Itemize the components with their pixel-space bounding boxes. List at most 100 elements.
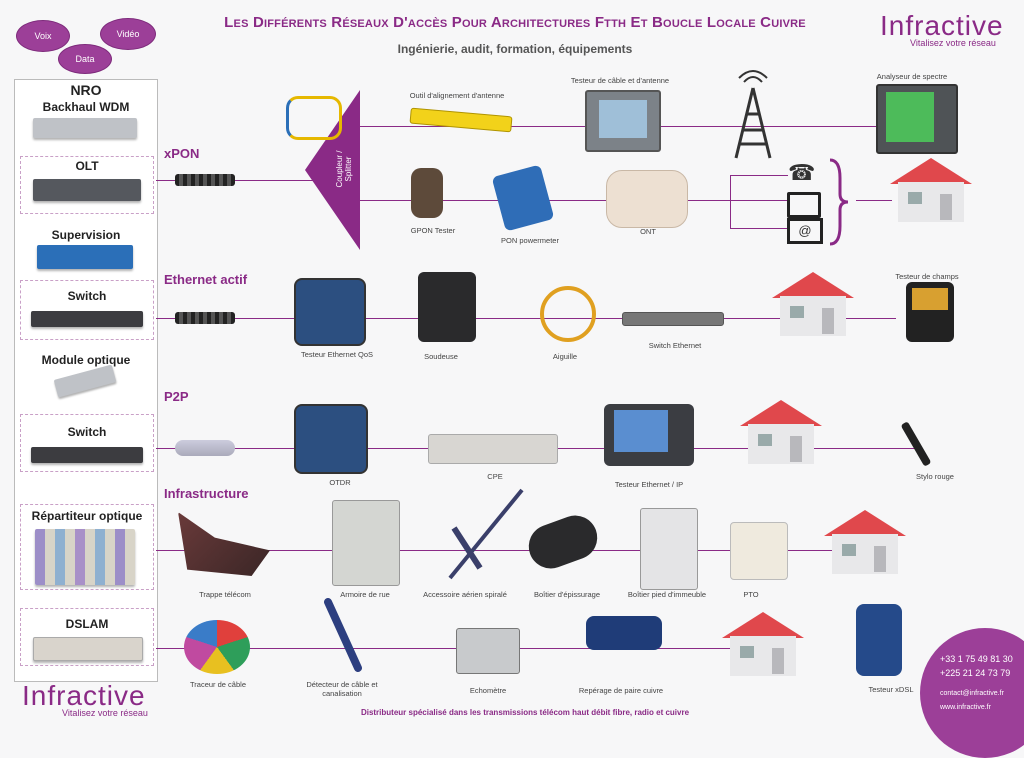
page-title: Les Différents Réseaux D'accès Pour Arch… [224, 14, 806, 31]
line-to-house-1 [856, 200, 892, 201]
antenna-tower [734, 70, 772, 159]
patch-cords [286, 96, 342, 140]
line-infrastructure [156, 550, 836, 551]
red-pen [900, 421, 932, 467]
house-3 [740, 400, 822, 464]
cloud-data: Data [58, 44, 112, 74]
nro-panel: NRO Backhaul WDM OLT Supervision Switch … [14, 79, 158, 682]
section-xpon: xPON [164, 146, 200, 161]
brand-logo-bottom: Infractive Vitalisez votre réseau [22, 680, 162, 718]
dslam-box: DSLAM [20, 608, 154, 666]
page-subtitle: Ingénierie, audit, formation, équipement… [397, 42, 633, 56]
house-5 [722, 612, 804, 676]
xdsl-tester [856, 604, 902, 676]
line-branch-top [730, 175, 788, 176]
cloud-voix: Voix [16, 20, 70, 52]
pto-device [730, 522, 788, 580]
nro-title: NRO [70, 82, 102, 98]
ethernet-qos-tester [294, 278, 366, 346]
gpon-tester [411, 168, 443, 218]
section-infrastructure: Infrastructure [164, 486, 249, 501]
caption-ont: ONT [640, 227, 656, 236]
line-xpon-in [156, 180, 340, 181]
switch-device-2 [31, 447, 143, 463]
at-sign-icon: @ [787, 218, 823, 244]
duct-rodder [540, 286, 596, 342]
caption-cpe: CPE [487, 472, 503, 481]
nro-item-olt: OLT [75, 159, 99, 173]
switch-box-1: Switch [20, 280, 154, 340]
splitter-triangle [305, 90, 360, 250]
ethernet-switch [622, 312, 724, 326]
section-p2p: P2P [164, 389, 189, 404]
caption-echometre: Echomètre [469, 686, 507, 695]
alignement-tool [409, 107, 513, 133]
brand-name: Infractive [880, 10, 1004, 41]
splitter-label: Coupleur / Splitter [335, 150, 353, 188]
switch-device-1 [31, 311, 143, 327]
caption-trappe: Trappe télécom [199, 590, 251, 599]
nro-item-switch-1: Switch [67, 289, 107, 303]
phone-icon: ☎ [788, 160, 816, 185]
repartiteur-device [35, 529, 135, 585]
caption-detecteur: Détecteur de câble et canalisation [306, 680, 378, 698]
nro-item-switch-2: Switch [67, 425, 107, 439]
caption-testeur-cable: Testeur de câble et d'antenne [570, 76, 670, 85]
contact-email[interactable]: contact@infractive.fr [940, 690, 1004, 697]
nro-item-backhaul: Backhaul WDM [42, 100, 130, 114]
contact-phone-2: +225 21 24 73 79 [940, 668, 1011, 678]
brand-tagline: Vitalisez votre réseau [910, 38, 996, 48]
contact-website[interactable]: www.infractive.fr [940, 704, 991, 711]
pair-locator [586, 616, 662, 650]
caption-testeur-qos: Testeur Ethernet QoS [300, 350, 374, 359]
tv-icon [787, 192, 821, 218]
fiber-cable-ethernet [175, 312, 235, 324]
olt-box: OLT [20, 156, 154, 214]
nro-item-supervision: Supervision [51, 228, 121, 242]
caption-aiguille: Aiguille [552, 352, 578, 361]
caption-pto: PTO [743, 590, 759, 599]
cable-tracer [184, 620, 250, 674]
contact-badge: +33 1 75 49 81 30 +225 21 24 73 79 conta… [920, 628, 1024, 758]
caption-accessoire: Accessoire aérien spiralé [423, 590, 507, 599]
echometer [456, 628, 520, 674]
switch-box-2: Switch [20, 414, 154, 472]
field-tester [906, 282, 954, 342]
cable-detector [324, 598, 362, 672]
caption-boitier-ep: Boîtier d'épissurage [533, 590, 601, 599]
aerial-accessory [448, 488, 524, 580]
caption-gpon: GPON Tester [410, 226, 456, 235]
brand-name-bottom: Infractive [22, 680, 146, 711]
caption-otdr: OTDR [329, 478, 351, 487]
line-branch-vertical [730, 175, 731, 229]
caption-testeur-xdsl: Testeur xDSL [868, 685, 914, 694]
repartiteur-box: Répartiteur optique [20, 504, 154, 590]
caption-armoire: Armoire de rue [340, 590, 390, 599]
caption-testeur-ip: Testeur Ethernet / IP [614, 480, 684, 489]
caption-alignement: Outil d'alignement d'antenne [409, 91, 505, 100]
pon-powermeter [491, 164, 555, 232]
line-branch-bottom [730, 228, 788, 229]
caption-switch-eth: Switch Ethernet [648, 341, 702, 350]
caption-reperage: Repérage de paire cuivre [578, 686, 664, 695]
section-ethernet: Ethernet actif [164, 272, 248, 287]
olt-device [33, 179, 141, 201]
caption-boitier-pied: Boîtier pied d'immeuble [627, 590, 707, 599]
house-1 [890, 158, 972, 222]
footer-text: Distributeur spécialisé dans les transmi… [360, 708, 690, 717]
brand-tagline-bottom: Vitalisez votre réseau [62, 708, 148, 718]
caption-stylo: Stylo rouge [916, 472, 954, 481]
building-box [640, 508, 698, 590]
otdr [294, 404, 368, 474]
module-device [53, 364, 117, 398]
cloud-video: Vidéo [100, 18, 156, 50]
brace-icon [829, 158, 849, 246]
caption-testeur-champs: Testeur de champs [895, 272, 959, 281]
caption-analyseur: Analyseur de spectre [876, 72, 948, 81]
ont-device [606, 170, 688, 228]
cpe-device [428, 434, 558, 464]
line-ethernet [156, 318, 896, 319]
nro-item-module: Module optique [41, 353, 131, 367]
supervision-device [37, 245, 133, 269]
nro-item-repartiteur: Répartiteur optique [31, 509, 143, 523]
